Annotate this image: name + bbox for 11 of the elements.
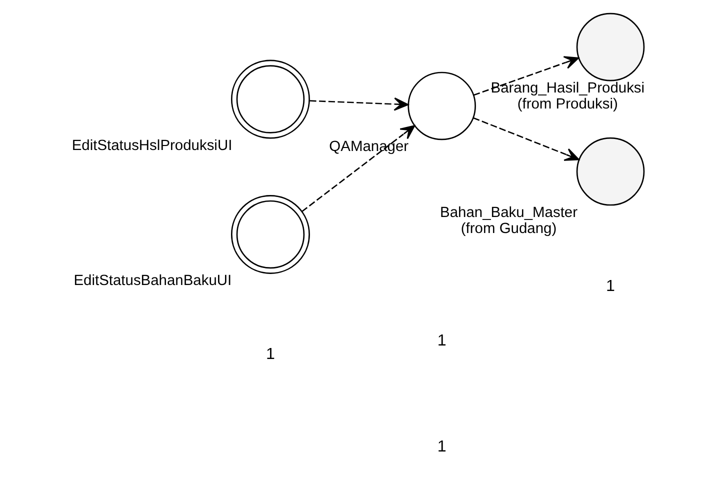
node-label: EditStatusBahanBakuUI: [73, 273, 232, 290]
label: 1: [606, 276, 614, 295]
label: 1: [436, 332, 446, 350]
node-label: EditStatusHslProduksiUI: [71, 138, 232, 154]
label: 1: [436, 437, 446, 456]
node-label: Barang_Hasil_Produksi: [490, 80, 644, 96]
node-label: Bahan_Baku_Master: [440, 204, 577, 221]
node-label: (from Gudang): [460, 220, 556, 237]
node-label: QAManager: [328, 139, 408, 156]
label: 1: [266, 345, 274, 364]
node-label: (from Produksi): [516, 96, 618, 112]
